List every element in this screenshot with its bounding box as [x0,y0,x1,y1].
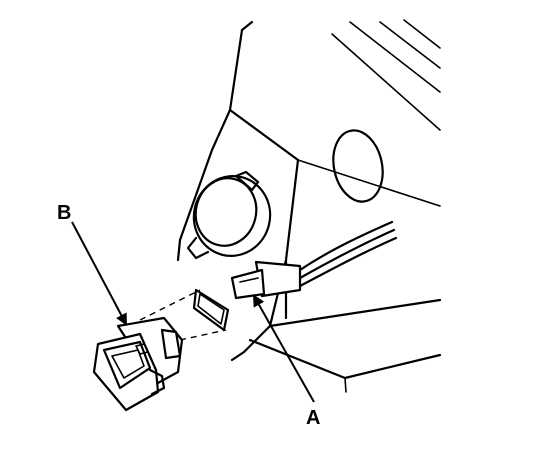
switch-opening [192,288,230,332]
leader-lines [71,221,315,403]
alignment-lines [139,289,227,341]
callout-label-b: B [57,202,71,224]
connector-a [230,220,398,300]
leader-line-b [71,221,127,326]
dashboard-panel [176,19,442,393]
switch-b [92,316,184,412]
round-switch [186,170,272,260]
leader-line-a [253,294,315,403]
callout-label-a: A [306,407,320,429]
